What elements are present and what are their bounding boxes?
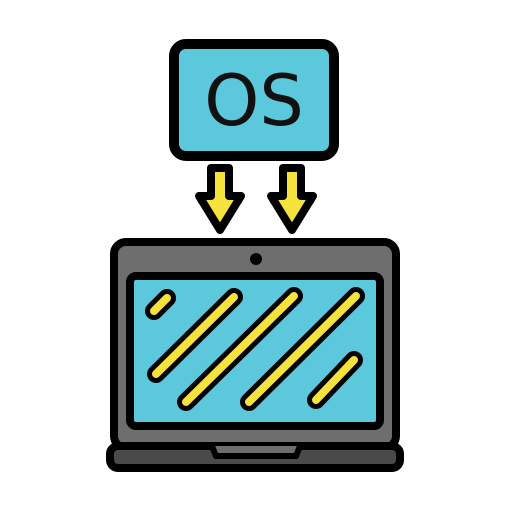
- laptop-notch: [209, 444, 303, 459]
- os-badge-box: [169, 39, 339, 161]
- down-arrow-icon: [267, 164, 317, 234]
- laptop-icon: [106, 238, 404, 472]
- os-badge-label: OS: [204, 60, 304, 142]
- os-badge-icon: OS: [169, 39, 339, 161]
- screen-glare: [145, 287, 365, 411]
- down-arrow-icon: [195, 164, 245, 234]
- webcam-icon: [250, 253, 262, 265]
